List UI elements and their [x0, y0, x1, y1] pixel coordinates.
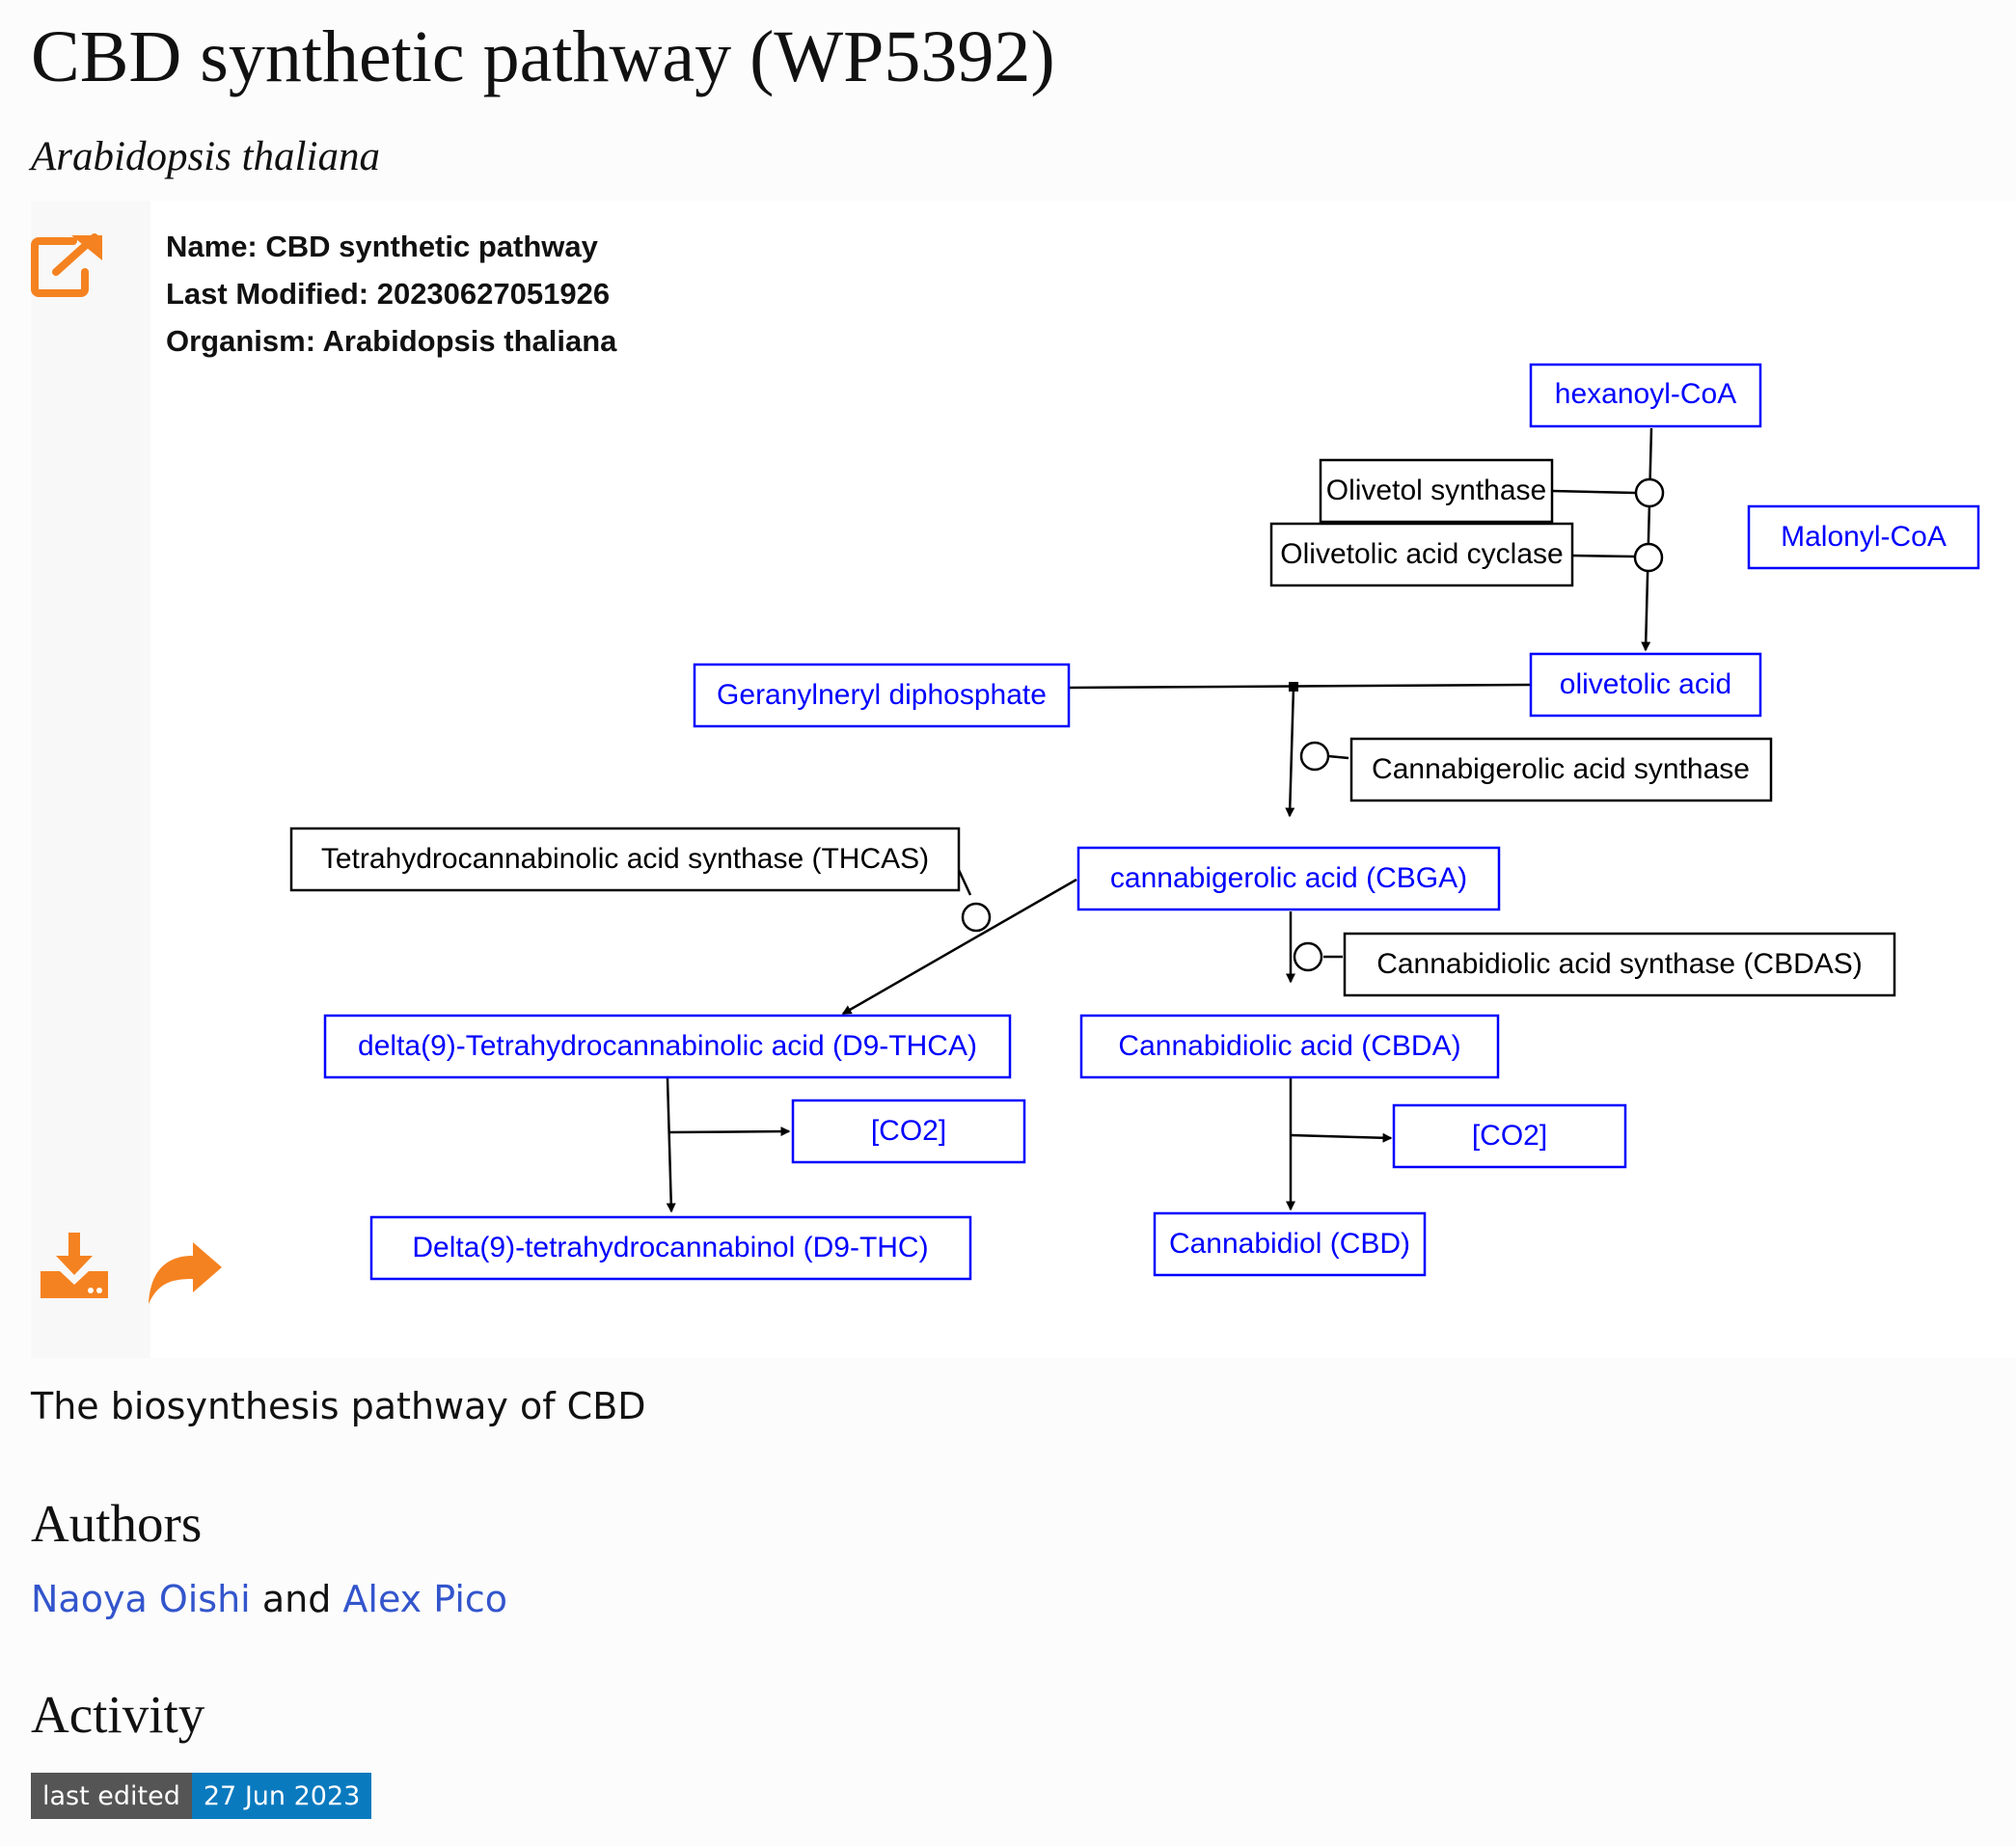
gene-thcas[interactable]: Tetrahydrocannabinolic acid synthase (TH… [289, 827, 961, 892]
svg-text:Cannabigerolic acid synthase: Cannabigerolic acid synthase [1372, 753, 1750, 785]
metabolite-co2-left[interactable]: [CO2] [791, 1099, 1026, 1164]
svg-text:Cannabidiolic acid synthase (C: Cannabidiolic acid synthase (CBDAS) [1376, 948, 1863, 980]
svg-text:Cannabidiol (CBD): Cannabidiol (CBD) [1169, 1228, 1410, 1260]
pathway-viewer[interactable]: Name: CBD synthetic pathway Last Modifie… [31, 201, 2016, 1358]
author-link-alex-pico[interactable]: Alex Pico [342, 1578, 508, 1620]
catalysis-circle [1634, 477, 1665, 508]
edge-cbda-co2 [1290, 1132, 1393, 1143]
anchor-point [1289, 682, 1298, 692]
metabolite-thc[interactable]: Delta(9)-tetrahydrocannabinol (D9-THC) [369, 1215, 972, 1281]
svg-text:[CO2]: [CO2] [871, 1115, 946, 1147]
edge-hexanoyl-to-olivetolic [1641, 427, 1653, 652]
svg-text:delta(9)-Tetrahydrocannabinoli: delta(9)-Tetrahydrocannabinolic acid (D9… [358, 1030, 977, 1062]
catalysis-circle [1299, 741, 1330, 772]
interaction-edges [666, 427, 1653, 1213]
page-title: CBD synthetic pathway (WP5392) [31, 16, 1055, 97]
edge-ols-catalysis [1550, 489, 1636, 495]
gene-olivetol-synthase[interactable]: Olivetol synthase [1319, 458, 1554, 524]
metabolite-hexanoyl-coa[interactable]: hexanoyl-CoA [1529, 363, 1762, 428]
edge-thca-to-thc [666, 1077, 676, 1213]
metabolite-co2-right[interactable]: [CO2] [1392, 1103, 1627, 1169]
gene-cbdas[interactable]: Cannabidiolic acid synthase (CBDAS) [1343, 932, 1896, 997]
metabolite-malonyl-coa[interactable]: Malonyl-CoA [1747, 504, 1980, 570]
organism-subtitle: Arabidopsis thaliana [31, 134, 380, 179]
external-link-icon[interactable] [31, 231, 108, 301]
svg-text:Cannabidiolic acid (CBDA): Cannabidiolic acid (CBDA) [1118, 1030, 1460, 1062]
edge-thcas-catalysis [957, 869, 972, 896]
download-icon[interactable] [39, 1231, 110, 1300]
authors-heading: Authors [31, 1494, 203, 1553]
edge-to-cbga [1285, 686, 1295, 818]
author-link-naoya-oishi[interactable]: Naoya Oishi [31, 1578, 251, 1620]
activity-heading: Activity [31, 1685, 205, 1744]
badge-label: last edited [31, 1773, 192, 1819]
metabolite-cbd[interactable]: Cannabidiol (CBD) [1153, 1211, 1427, 1277]
svg-text:hexanoyl-CoA: hexanoyl-CoA [1555, 378, 1736, 410]
svg-text:[CO2]: [CO2] [1472, 1120, 1547, 1152]
edge-cbga-to-thca [841, 878, 1077, 1016]
metabolite-cbda[interactable]: Cannabidiolic acid (CBDA) [1079, 1014, 1500, 1079]
svg-text:Delta(9)-tetrahydrocannabinol: Delta(9)-tetrahydrocannabinol (D9-THC) [412, 1232, 928, 1263]
svg-text:cannabigerolic acid (CBGA): cannabigerolic acid (CBGA) [1110, 862, 1467, 894]
metabolite-geranylneryl-diphosphate[interactable]: Geranylneryl diphosphate [693, 663, 1071, 728]
svg-text:olivetolic acid: olivetolic acid [1560, 668, 1731, 700]
svg-text:Olivetolic acid cyclase: Olivetolic acid cyclase [1280, 538, 1563, 570]
pathway-diagram: .edge { stroke: #000; stroke-width: 2.5;… [289, 363, 1980, 1281]
catalysis-circle [961, 902, 992, 933]
svg-text:Tetrahydrocannabinolic acid sy: Tetrahydrocannabinolic acid synthase (TH… [321, 843, 929, 875]
metabolite-cbga[interactable]: cannabigerolic acid (CBGA) [1076, 846, 1501, 911]
viewer-sidebar [31, 201, 150, 1358]
authors-list: Naoya Oishi and Alex Pico [31, 1578, 507, 1620]
pathway-description: The biosynthesis pathway of CBD [31, 1385, 646, 1427]
catalysis-circle [1293, 941, 1323, 972]
share-icon[interactable] [145, 1240, 224, 1308]
svg-text:Geranylneryl diphosphate: Geranylneryl diphosphate [717, 679, 1047, 711]
gene-cannabigerolic-acid-synthase[interactable]: Cannabigerolic acid synthase [1349, 737, 1773, 802]
info-organism: Organism: Arabidopsis thaliana [166, 324, 617, 358]
edge-thca-co2 [668, 1127, 791, 1137]
gene-olivetolic-acid-cyclase[interactable]: Olivetolic acid cyclase [1269, 522, 1574, 587]
badge-date: 27 Jun 2023 [191, 1773, 372, 1819]
edge-cbgas-catalysis [1327, 754, 1349, 760]
catalysis-markers [961, 477, 1665, 972]
svg-text:Malonyl-CoA: Malonyl-CoA [1781, 521, 1947, 553]
svg-text:Olivetol synthase: Olivetol synthase [1326, 475, 1546, 506]
info-last-modified: Last Modified: 20230627051926 [166, 277, 611, 311]
info-name: Name: CBD synthetic pathway [166, 230, 598, 263]
edge-oac-catalysis [1570, 554, 1635, 558]
catalysis-circle [1633, 542, 1664, 573]
metabolite-olivetolic-acid[interactable]: olivetolic acid [1529, 652, 1762, 718]
metabolite-thca[interactable]: delta(9)-Tetrahydrocannabinolic acid (D9… [323, 1014, 1012, 1079]
authors-conjunction: and [261, 1578, 332, 1620]
last-edited-badge: last edited 27 Jun 2023 [31, 1773, 372, 1819]
edge-gpp-olivetolic [1068, 683, 1531, 690]
